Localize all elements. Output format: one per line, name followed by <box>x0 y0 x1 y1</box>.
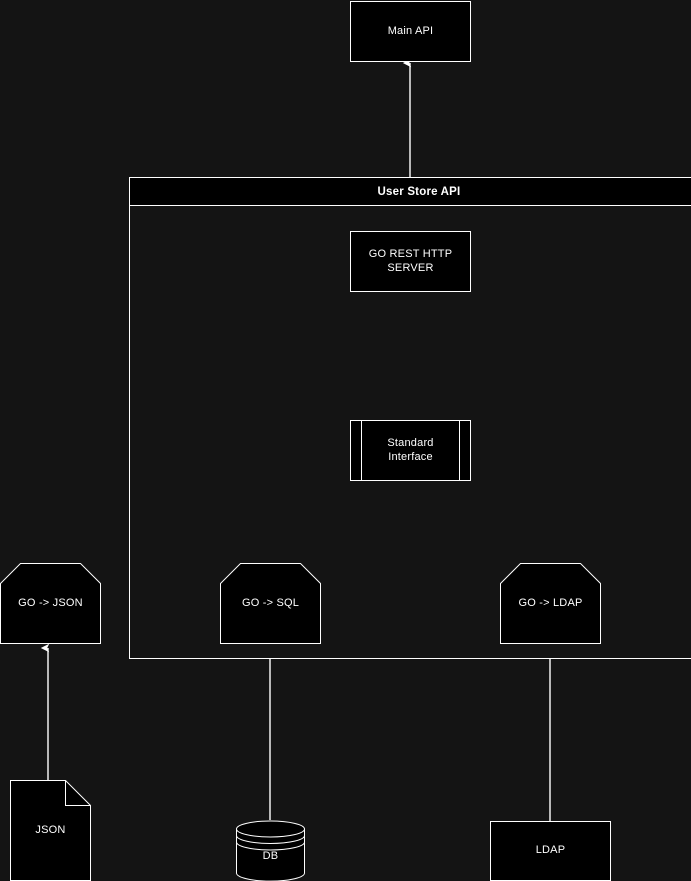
node-go-json[interactable]: GO -> JSON <box>0 563 101 644</box>
module-left-bar <box>361 421 362 480</box>
pentagon-shape <box>500 563 601 644</box>
node-standard-interface[interactable]: Standard Interface <box>350 420 471 481</box>
node-go-ldap[interactable]: GO -> LDAP <box>500 563 601 644</box>
cylinder-shape <box>236 820 305 881</box>
node-standard-interface-label-line2: Interface <box>388 450 433 463</box>
node-go-rest-http-server-label-line2: SERVER <box>387 261 434 274</box>
user-store-api-title: User Store API <box>130 178 691 206</box>
node-go-rest-http-server-label-line1: GO REST HTTP <box>368 247 453 260</box>
node-main-api[interactable]: Main API <box>350 1 471 62</box>
user-store-api-container[interactable]: User Store API <box>129 177 691 659</box>
node-standard-interface-label-line1: Standard <box>387 436 434 449</box>
node-go-ldap-label: GO -> LDAP <box>518 596 583 609</box>
node-db[interactable]: DB <box>236 818 305 881</box>
node-ldap-label: LDAP <box>535 844 566 857</box>
document-shape <box>10 780 91 881</box>
node-main-api-label: Main API <box>387 24 434 37</box>
module-right-bar <box>459 421 460 480</box>
node-go-sql[interactable]: GO -> SQL <box>220 563 321 644</box>
node-db-label: DB <box>262 849 279 862</box>
pentagon-shape <box>0 563 101 644</box>
node-go-json-label: GO -> JSON <box>18 596 83 609</box>
node-go-sql-label: GO -> SQL <box>241 596 300 609</box>
node-json-file-label: JSON <box>35 823 66 836</box>
pentagon-shape <box>220 563 321 644</box>
node-ldap[interactable]: LDAP <box>490 821 611 881</box>
node-go-rest-http-server[interactable]: GO REST HTTP SERVER <box>350 231 471 292</box>
node-json-file[interactable]: JSON <box>10 780 91 881</box>
